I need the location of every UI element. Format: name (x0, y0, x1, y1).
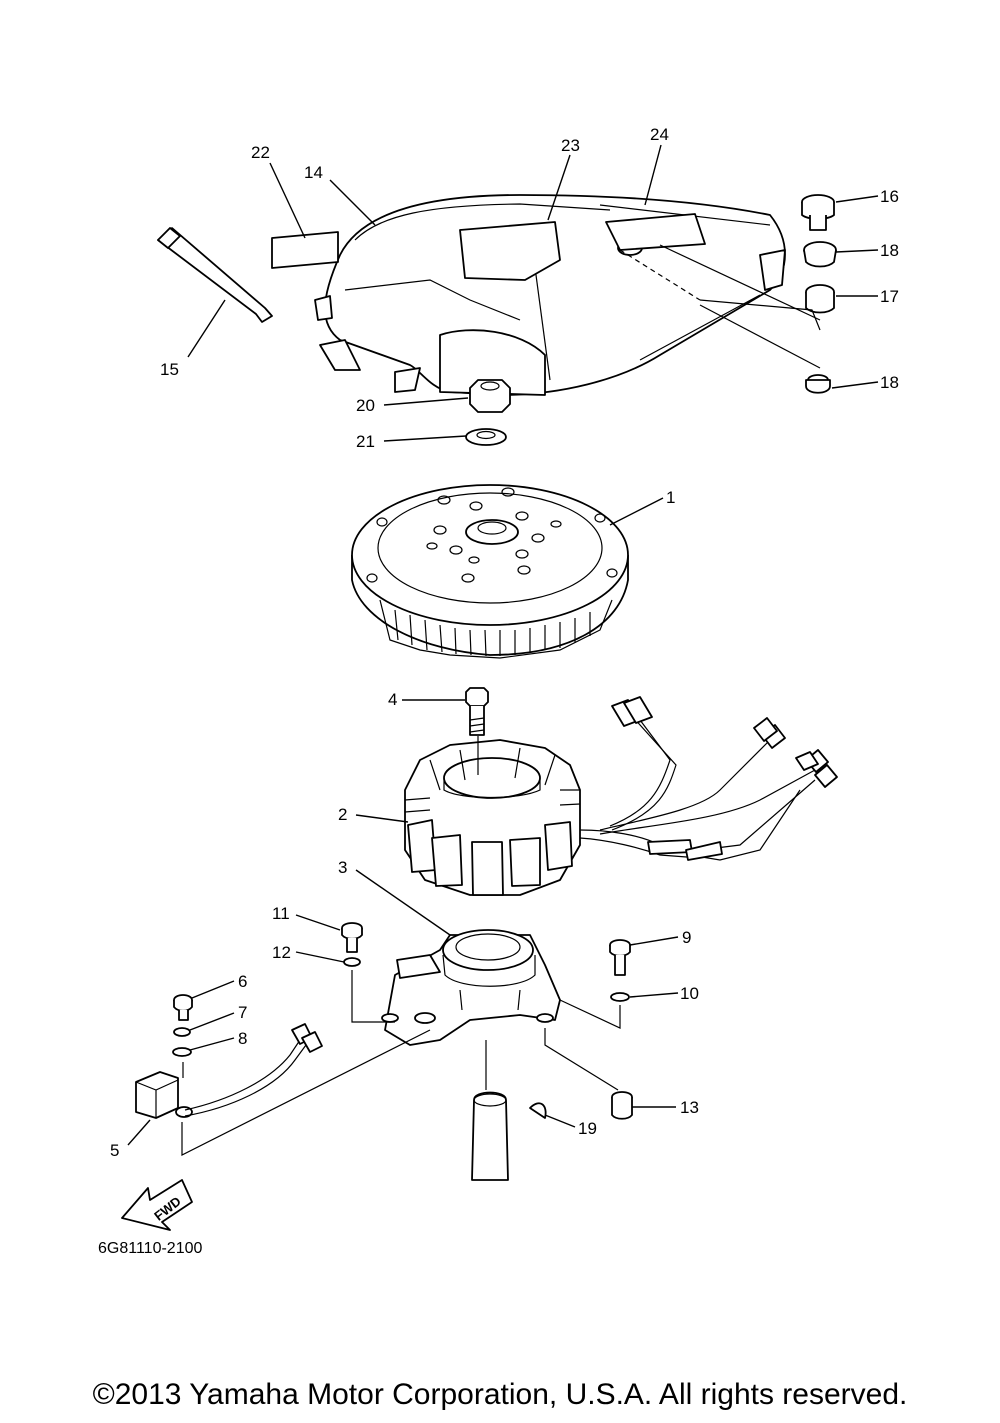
callout-17: 17 (880, 287, 899, 306)
drawing-code: 6G81110-2100 (98, 1240, 203, 1257)
bolt-4-part (465, 687, 489, 736)
callout-6: 6 (238, 972, 247, 991)
callout-24: 24 (650, 125, 669, 144)
woodruff-key-part (529, 1102, 547, 1119)
washer-10-part (610, 992, 630, 1002)
callout-21: 21 (356, 432, 375, 451)
washer-8-part (172, 1047, 192, 1057)
crankshaft-part (471, 1091, 509, 1181)
callout-5: 5 (110, 1141, 119, 1160)
lock-washer-part (173, 1027, 191, 1037)
grommet-18-upper-part (803, 241, 837, 268)
forward-direction-arrow: FWD (121, 1179, 193, 1231)
nut-part (469, 379, 511, 413)
callout-19: 19 (578, 1119, 597, 1138)
screw-9-part (609, 939, 631, 976)
callout-18-lower: 18 (880, 373, 899, 392)
callout-15: 15 (160, 360, 179, 379)
callout-leaders (127, 144, 879, 1146)
callout-12: 12 (272, 943, 291, 962)
decal-24-part (605, 213, 706, 251)
callout-1: 1 (666, 488, 675, 507)
pulser-coil-part (135, 1023, 323, 1119)
assembly-lines (181, 244, 821, 1156)
copyright-notice: ©2013 Yamaha Motor Corporation, U.S.A. A… (92, 1378, 908, 1411)
hose-part (157, 227, 273, 323)
callout-13: 13 (680, 1098, 699, 1117)
callout-4: 4 (388, 690, 397, 709)
stator-base-part (381, 929, 561, 1046)
screw-11-part (341, 922, 363, 953)
decal-22-part (271, 231, 339, 269)
callout-8: 8 (238, 1029, 247, 1048)
callout-3: 3 (338, 858, 347, 877)
grommet-18-lower-part (805, 374, 831, 394)
callout-labels: 1 2 3 4 5 6 7 8 9 10 11 12 13 14 15 16 1… (110, 125, 899, 1160)
washer-12-part (343, 957, 361, 967)
collar-13-part (611, 1091, 633, 1120)
callout-10: 10 (680, 984, 699, 1003)
callout-20: 20 (356, 396, 375, 415)
callout-7: 7 (238, 1003, 247, 1022)
decal-23-part (459, 221, 561, 281)
grommet-17-part (805, 284, 835, 314)
callout-18-upper: 18 (880, 241, 899, 260)
stator-wiring-part (579, 696, 838, 861)
callout-2: 2 (338, 805, 347, 824)
washer-21-part (465, 428, 507, 446)
flywheel-part (351, 484, 629, 659)
cap-16-part (801, 194, 835, 231)
callout-14: 14 (304, 163, 323, 182)
callout-16: 16 (880, 187, 899, 206)
stator-part (404, 739, 581, 896)
screw-6-part (173, 994, 193, 1021)
callout-22: 22 (251, 143, 270, 162)
callout-9: 9 (682, 928, 691, 947)
callout-11: 11 (272, 904, 290, 923)
callout-23: 23 (561, 136, 580, 155)
